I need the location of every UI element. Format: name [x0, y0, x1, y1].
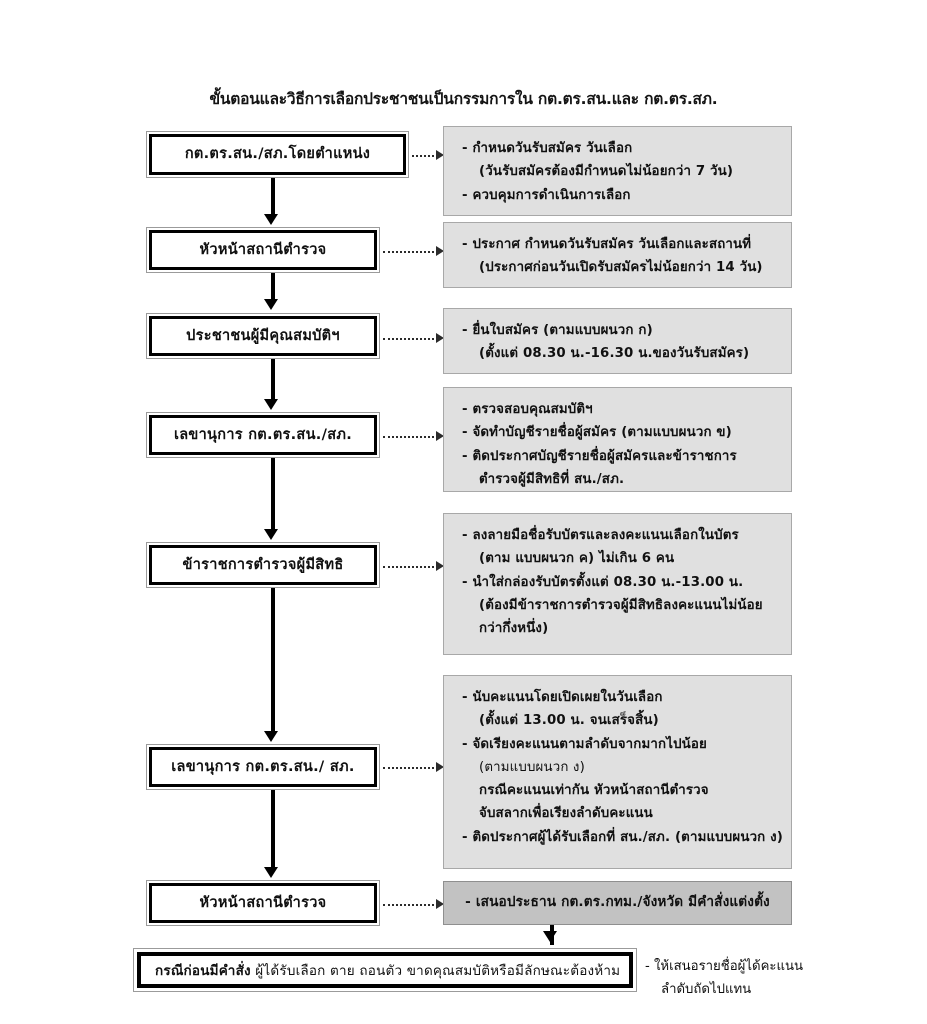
- arrowhead-down-icon: [264, 867, 278, 878]
- stage-label: ข้าราชการตำรวจผู้มีสิทธิ: [182, 556, 344, 573]
- arrowhead-down-icon: [543, 931, 557, 942]
- final-condition-box: กรณีก่อนมีคำสั่ง ผู้ได้รับเลือก ตาย ถอนต…: [133, 948, 637, 992]
- stage-box-2: หัวหน้าสถานีตำรวจ: [146, 227, 380, 273]
- connector-stage4-stage5: [271, 458, 275, 531]
- stage-label: กต.ตร.สน./สภ.โดยตำแหน่ง: [184, 146, 371, 163]
- panel-line: - ยื่นใบสมัคร (ตามแบบผนวก ก): [462, 323, 653, 338]
- arrowhead-right-icon: [436, 762, 444, 772]
- stage-box-3: ประชาชนผู้มีคุณสมบัติฯ: [146, 313, 380, 359]
- dotted-connector-2: [383, 251, 438, 253]
- stage-label: เลขานุการ กต.ตร.สน./สภ.: [173, 426, 353, 443]
- panel-line: - นับคะแนนโดยเปิดเผยในวันเลือก: [462, 690, 663, 705]
- detail-panel-5: - ลงลายมือชื่อรับบัตรและลงคะแนนเลือกในบั…: [443, 513, 792, 655]
- panel-line: กว่ากึ่งหนึ่ง): [479, 621, 549, 637]
- connector-stage2-stage3: [271, 273, 275, 301]
- stage-box-1: กต.ตร.สน./สภ.โดยตำแหน่ง: [146, 131, 409, 178]
- final-box-bold-prefix: กรณีก่อนมีคำสั่ง: [155, 963, 251, 979]
- stage-box-6: เลขานุการ กต.ตร.สน./ สภ.: [146, 744, 380, 790]
- panel-line: - เสนอประธาน กต.ตร.กทม./จังหวัด มีคำสั่ง…: [465, 894, 770, 911]
- arrowhead-right-icon: [436, 899, 444, 909]
- arrowhead-down-icon: [264, 529, 278, 540]
- underlined-phrase: กรณีคะแนนเท่ากัน: [479, 783, 590, 799]
- panel-line: - นำใส่กล่องรับบัตรตั้งแต่ 08.30 น.-13.0…: [462, 574, 744, 590]
- connector-stage3-stage4: [271, 359, 275, 401]
- panel-line: จับสลากเพื่อเรียงลำดับคะแนน: [479, 806, 653, 822]
- connector-stage1-stage2: [271, 178, 275, 216]
- panel-line: (ตั้งแต่ 08.30 น.-16.30 น.ของวันรับสมัคร…: [479, 346, 750, 362]
- dotted-connector-6: [383, 767, 438, 769]
- dotted-connector-7: [383, 904, 438, 906]
- panel-line: - กำหนดวันรับสมัคร วันเลือก: [462, 141, 633, 156]
- panel-line: (ตามแบบผนวก ง): [479, 759, 585, 775]
- panel-line: (วันรับสมัครต้องมีกำหนดไม่น้อยกว่า 7 วัน…: [479, 164, 734, 180]
- panel-line-rest: หัวหน้าสถานีตำรวจ: [589, 783, 709, 799]
- stage-label: ประชาชนผู้มีคุณสมบัติฯ: [186, 327, 340, 344]
- panel-line-underlined: กรณีคะแนนเท่ากัน หัวหน้าสถานีตำรวจ: [462, 779, 777, 802]
- dotted-connector-4: [383, 436, 438, 438]
- page-title: ขั้นตอนและวิธีการเลือกประชาชนเป็นกรรมการ…: [209, 90, 718, 108]
- connector-stage6-stage7: [271, 790, 275, 869]
- panel-line: (ต้องมีข้าราชการตำรวจผู้มีสิทธิลงคะแนนไม…: [479, 597, 763, 613]
- panel-line: (ตั้งแต่ 13.00 น. จนเสร็จสิ้น): [479, 713, 659, 729]
- trailing-note-line-2: ลำดับถัดไปแทน: [661, 982, 752, 998]
- detail-panel-2: - ประกาศ กำหนดวันรับสมัคร วันเลือกและสถา…: [443, 222, 792, 288]
- detail-panel-1: - กำหนดวันรับสมัคร วันเลือก (วันรับสมัคร…: [443, 126, 792, 216]
- final-box-text: กรณีก่อนมีคำสั่ง ผู้ได้รับเลือก ตาย ถอนต…: [155, 959, 620, 981]
- arrowhead-right-icon: [436, 333, 444, 343]
- stage-box-5: ข้าราชการตำรวจผู้มีสิทธิ: [146, 542, 380, 588]
- panel-line: - ติดประกาศบัญชีรายชื่อผู้สมัครและข้าราช…: [462, 448, 737, 464]
- panel-line: - จัดเรียงคะแนนตามลำดับจากมากไปน้อย: [462, 736, 707, 752]
- panel-line: - ควบคุมการดำเนินการเลือก: [462, 187, 631, 203]
- arrowhead-right-icon: [436, 246, 444, 256]
- detail-panel-7-proposal: - เสนอประธาน กต.ตร.กทม./จังหวัด มีคำสั่ง…: [443, 881, 792, 925]
- panel-line: - ประกาศ กำหนดวันรับสมัคร วันเลือกและสถา…: [462, 237, 752, 252]
- final-box-rest: ผู้ได้รับเลือก ตาย ถอนตัว ขาดคุณสมบัติหร…: [250, 963, 621, 979]
- stage-label: หัวหน้าสถานีตำรวจ: [199, 894, 327, 911]
- detail-panel-6: - นับคะแนนโดยเปิดเผยในวันเลือก (ตั้งแต่ …: [443, 675, 792, 869]
- detail-panel-3: - ยื่นใบสมัคร (ตามแบบผนวก ก) (ตั้งแต่ 08…: [443, 308, 792, 374]
- stage-box-7: หัวหน้าสถานีตำรวจ: [146, 880, 380, 926]
- panel-line: (ประกาศก่อนวันเปิดรับสมัครไม่น้อยกว่า 14…: [479, 260, 763, 276]
- panel-line: - จัดทำบัญชีรายชื่อผู้สมัคร (ตามแบบผนวก …: [462, 425, 732, 441]
- trailing-note: - ให้เสนอรายชื่อผู้ได้คะแนน ลำดับถัดไปแท…: [645, 955, 803, 1001]
- connector-stage5-stage6: [271, 588, 275, 733]
- arrowhead-down-icon: [264, 731, 278, 742]
- dotted-connector-1: [412, 155, 438, 157]
- panel-line: ตำรวจผู้มีสิทธิที่ สน./สภ.: [479, 471, 625, 487]
- arrowhead-right-icon: [436, 150, 444, 160]
- panel-line: (ตาม แบบผนวก ค) ไม่เกิน 6 คน: [479, 551, 675, 567]
- dotted-connector-5: [383, 566, 438, 568]
- panel-line: - ลงลายมือชื่อรับบัตรและลงคะแนนเลือกในบั…: [462, 528, 739, 543]
- stage-label: เลขานุการ กต.ตร.สน./ สภ.: [171, 758, 355, 775]
- arrowhead-down-icon: [264, 399, 278, 410]
- arrowhead-down-icon: [264, 299, 278, 310]
- detail-panel-4: - ตรวจสอบคุณสมบัติฯ - จัดทำบัญชีรายชื่อผ…: [443, 387, 792, 492]
- dotted-connector-3: [383, 338, 438, 340]
- trailing-note-line-1: - ให้เสนอรายชื่อผู้ได้คะแนน: [645, 959, 804, 974]
- panel-line: - ตรวจสอบคุณสมบัติฯ: [462, 402, 593, 417]
- arrowhead-right-icon: [436, 431, 444, 441]
- arrowhead-right-icon: [436, 561, 444, 571]
- stage-box-4: เลขานุการ กต.ตร.สน./สภ.: [146, 412, 380, 458]
- stage-label: หัวหน้าสถานีตำรวจ: [199, 241, 327, 258]
- arrowhead-down-icon: [264, 214, 278, 225]
- panel-line: - ติดประกาศผู้ได้รับเลือกที่ สน./สภ. (ตา…: [462, 829, 784, 845]
